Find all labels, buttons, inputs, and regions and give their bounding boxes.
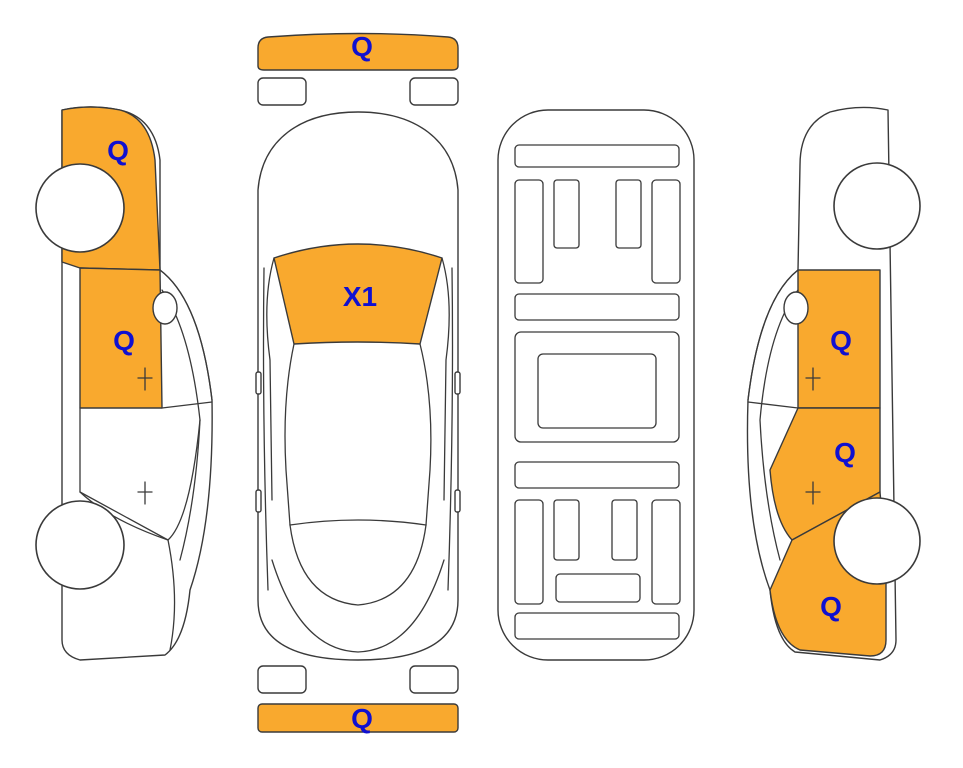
left-rear-wheel xyxy=(35,500,125,590)
left-mirror xyxy=(152,291,178,325)
rear-bumper-code: Q xyxy=(351,703,373,734)
trunk-line xyxy=(271,559,445,653)
underbody-slot xyxy=(514,179,544,284)
underbody-slot xyxy=(553,499,580,561)
underbody-center-panel xyxy=(537,353,657,429)
right-side-view: Q Q Q xyxy=(746,106,921,661)
right-window-arc xyxy=(747,269,799,401)
underbody-slot xyxy=(651,179,681,284)
left-front-handle xyxy=(137,367,153,391)
underbody-slot xyxy=(615,179,642,249)
right-rear-door-code: Q xyxy=(834,437,856,468)
left-b-pillar xyxy=(161,401,213,409)
underbody-rear-box xyxy=(555,573,641,603)
underbody-rear-crossmember xyxy=(514,612,680,640)
right-mirror xyxy=(454,371,461,395)
right-b-pillar xyxy=(747,401,799,409)
left-front-door-code: Q xyxy=(113,325,135,356)
windshield-base-right xyxy=(419,343,432,526)
left-rear-handle xyxy=(255,489,262,513)
rear-right-taillight xyxy=(409,665,459,694)
left-window-arc xyxy=(159,269,213,401)
rear-bumper-view: Q xyxy=(257,665,459,734)
underbody-slot xyxy=(514,499,544,605)
right-mirror xyxy=(783,291,809,325)
top-view-car: X1 xyxy=(255,111,461,661)
left-side-contour xyxy=(262,267,269,591)
underbody-view xyxy=(497,109,695,661)
roof-rear-edge xyxy=(289,519,427,526)
left-front-wheel xyxy=(35,163,125,253)
a-pillar-left xyxy=(266,257,275,501)
underbody-slot xyxy=(553,179,580,249)
left-rear-quarter xyxy=(167,539,176,651)
right-front-door-code: Q xyxy=(830,325,852,356)
right-rear-handle xyxy=(805,481,821,505)
rear-left-taillight xyxy=(257,665,307,694)
left-front-fender-code: Q xyxy=(107,135,129,166)
front-bumper-view: Q xyxy=(257,31,459,106)
left-mirror xyxy=(255,371,262,395)
left-sill xyxy=(79,491,169,541)
underbody-crossmember xyxy=(514,461,680,489)
hood-code: X1 xyxy=(343,281,377,312)
front-left-headlight xyxy=(257,77,307,106)
left-side-view: Q Q xyxy=(35,106,213,661)
rear-bumper-damage[interactable] xyxy=(257,703,459,733)
front-bumper-code: Q xyxy=(351,31,373,62)
underbody-crossmember xyxy=(514,293,680,321)
underbody-front-crossmember xyxy=(514,144,680,168)
a-pillar-right xyxy=(441,257,450,501)
rear-window xyxy=(289,524,427,606)
underbody-slot xyxy=(611,499,638,561)
right-front-handle xyxy=(805,367,821,391)
windshield-base xyxy=(284,343,295,526)
right-rear-quarter-code: Q xyxy=(820,591,842,622)
right-front-wheel xyxy=(833,162,921,250)
right-rear-wheel xyxy=(833,497,921,585)
left-rear-handle xyxy=(137,481,153,505)
right-side-contour xyxy=(447,267,454,591)
front-bumper-damage[interactable] xyxy=(257,32,459,71)
right-rear-handle xyxy=(454,489,461,513)
underbody-slot xyxy=(651,499,681,605)
front-right-headlight xyxy=(409,77,459,106)
right-window-inner xyxy=(759,289,799,561)
